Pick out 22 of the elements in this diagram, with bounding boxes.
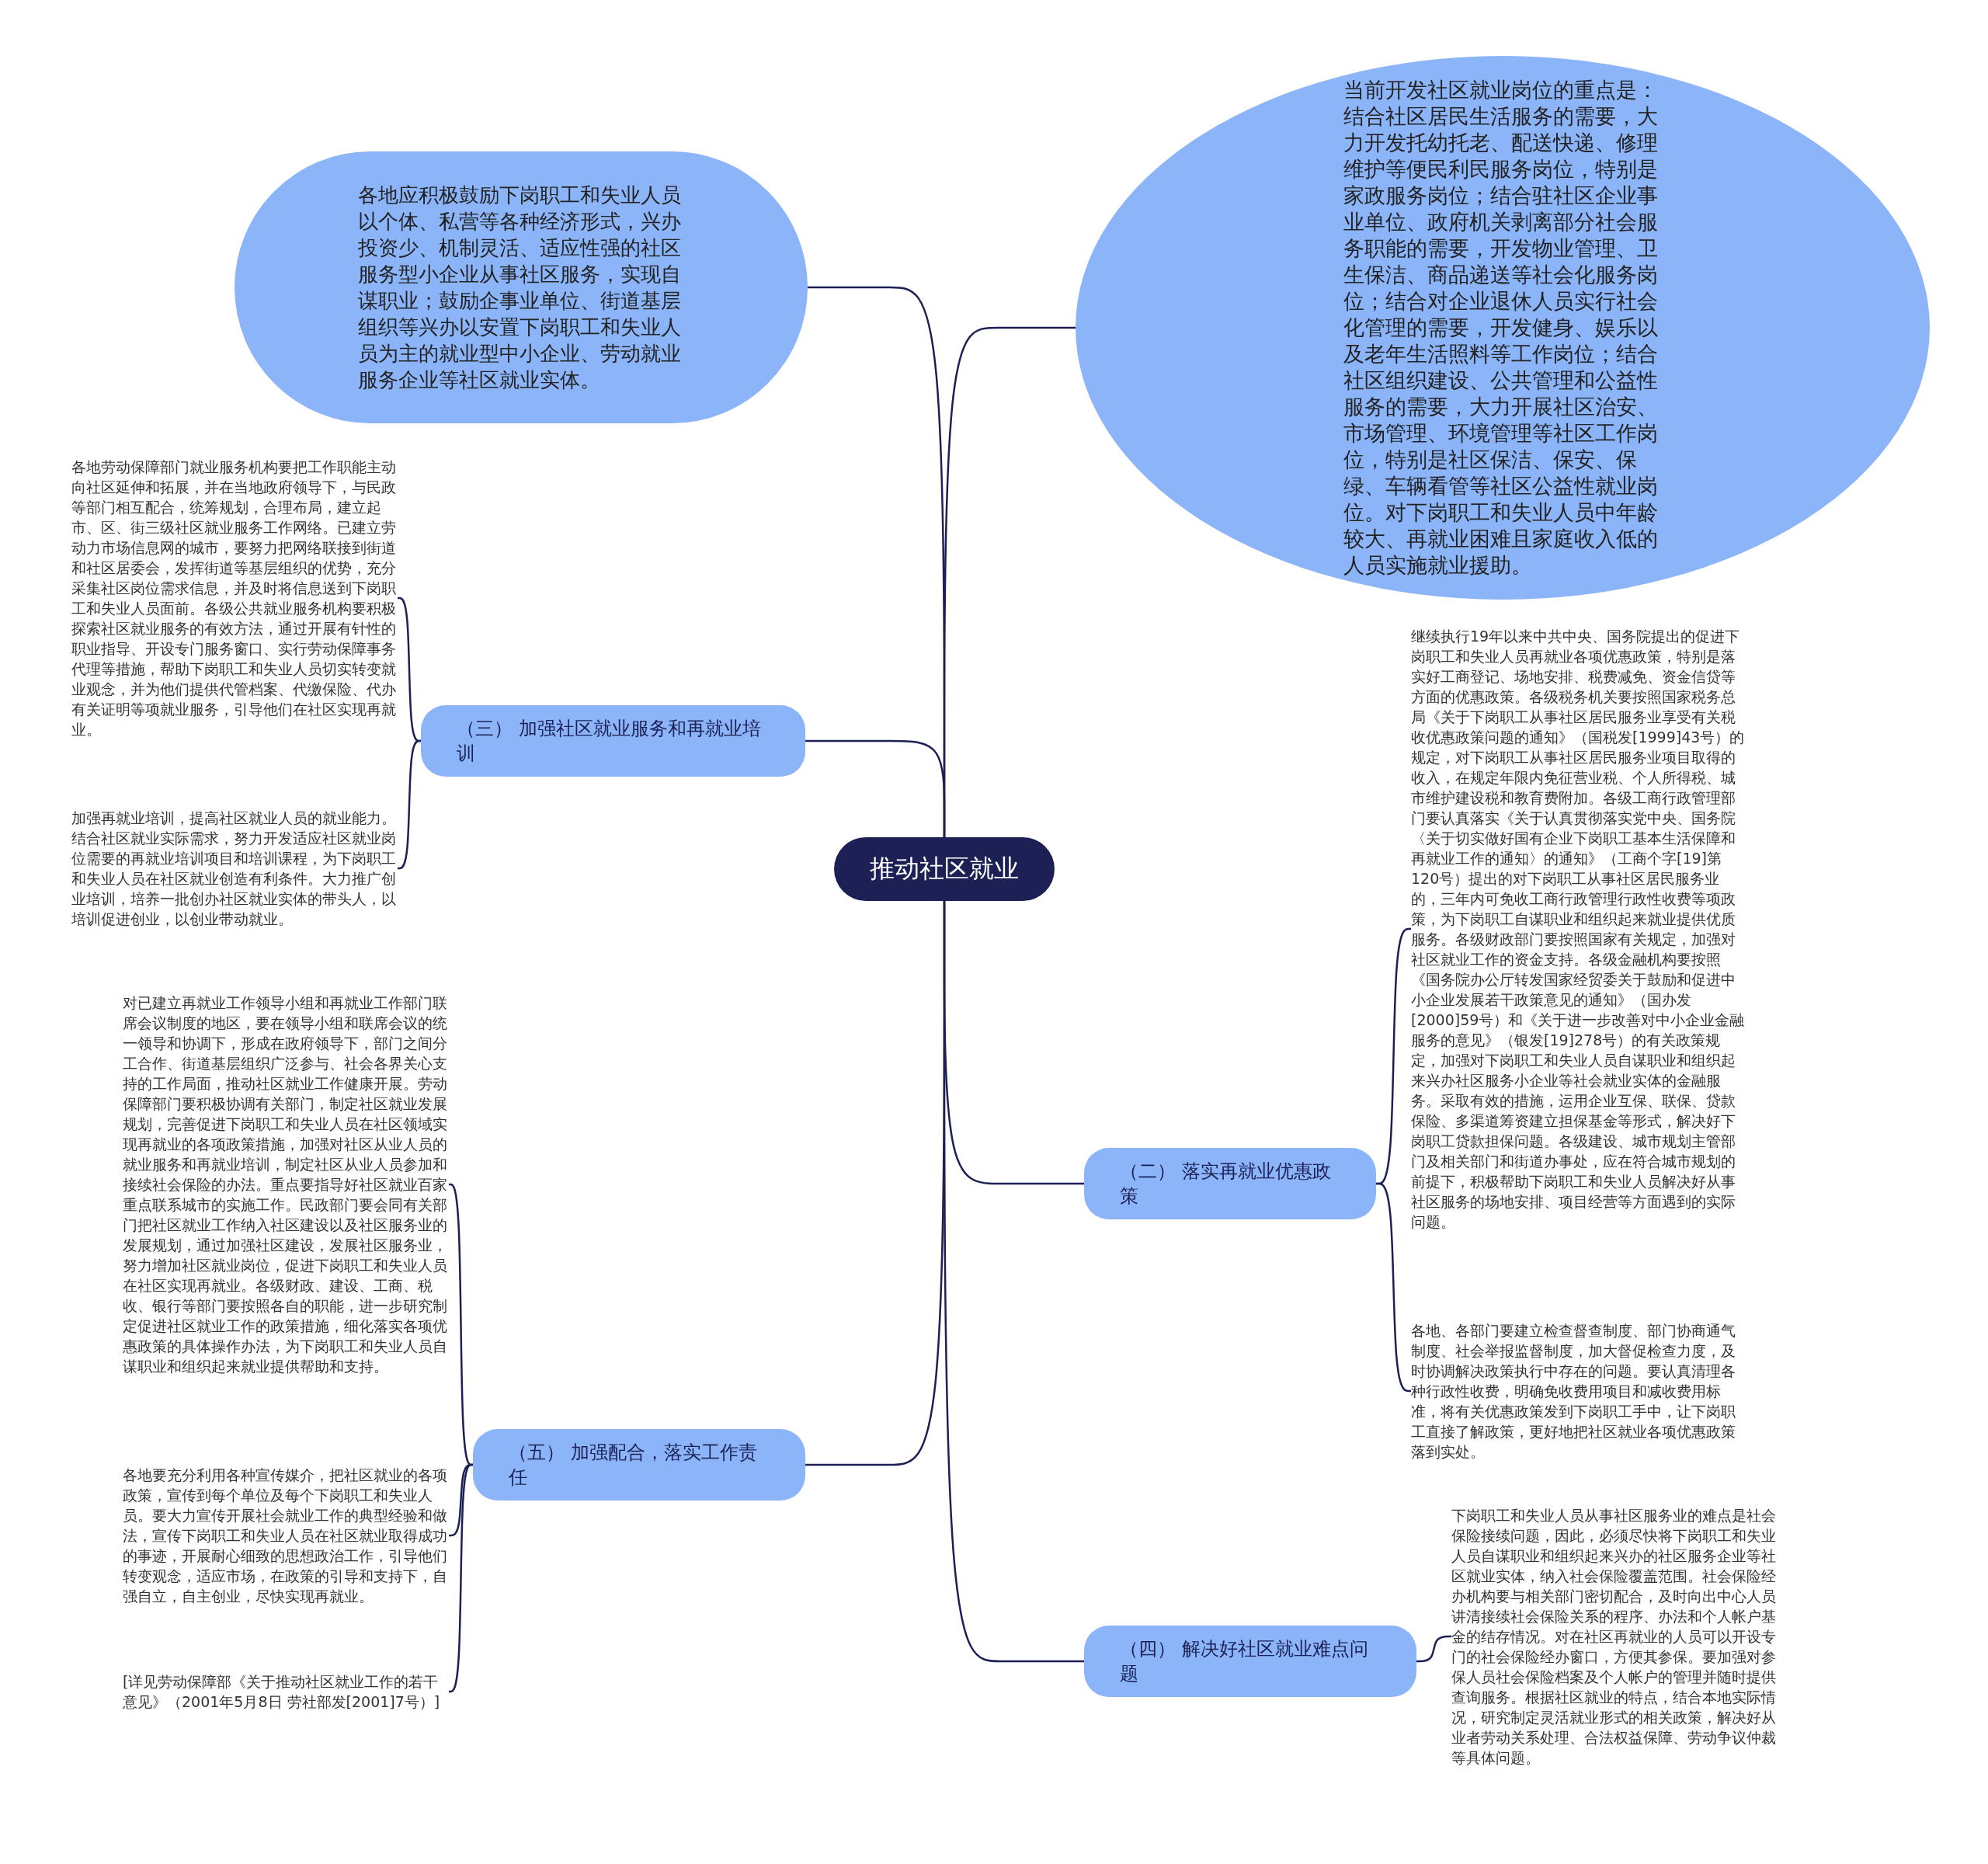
central-topic: 推动社区就业: [834, 837, 1055, 901]
topic-text: 各地应积极鼓励下岗职工和失业人员以个体、私营等各种经济形式，兴办投资少、机制灵活、适应性强的社区服务型小企业从事社区服务，实现自谋职业；鼓励企事业单位、街道基层组织等兴办以安置下岗职工和失业人员为主的就业型中小企业、劳动就业服务企业等社区就业实体。: [358, 183, 682, 393]
topic-text: 当前开发社区就业岗位的重点是：结合社区居民生活服务的需要，大力开发托幼托老、配送快递、修理维护等便民利民服务岗位，特别是家政服务岗位；结合驻社区企业事业单位、政府机关剥离部分社会服务职能的需要，开发物业管理、卫生保洁、商品递送等社会化服务岗位；结合对企业退休人员实行社会化管理的需要，开发健身、娱乐以及老年生活照料等工作岗位；结合社区组织建设、公共管理和公益性服务的需要，大力开展社区治安、市场管理、环境管理等社区工作岗位，特别是社区保洁、保安、保绿、车辆看管等社区公益性就业岗位。对下岗职工和失业人员中年龄较大、再就业困难且家庭收入低的人员实施就业援助。: [1343, 77, 1659, 579]
connector-line: [398, 739, 421, 870]
note-text: [详见劳动保障部《关于推动社区就业工作的若干意见》（2001年5月8日 劳社部发[2001]7号）]: [123, 1671, 449, 1712]
branch-topic: （五） 加强配合，落实工作责任: [473, 1429, 805, 1501]
connector-line: [943, 901, 1084, 1663]
branch-topic: （二） 落实再就业优惠政策: [1084, 1148, 1376, 1219]
note-text: 各地、各部门要建立检查督查制度、部门协商通气制度、社会举报监督制度，加大督促检查力度，及时协调解决政策执行中存在的问题。要认真清理各种行政性收费，明确免收费用项目和减收费用标准，将有关优惠政策发到下岗职工手中，让下岗职工直接了解政策，更好地把社区就业各项优惠政策落到实处。: [1411, 1320, 1745, 1462]
branch-topic: （三） 加强社区就业服务和再就业培训: [421, 705, 805, 777]
note-text: 对已建立再就业工作领导小组和再就业工作部门联席会议制度的地区，要在领导小组和联席会议的统一领导和协调下，形成在政府领导下，部门之间分工合作、街道基层组织广泛参与、社会各界关心支持的工作局面，推动社区就业工作健康开展。劳动保障部门要积极协调有关部门，制定社区就业发展规划，完善促进下岗职工和失业人员在社区领域实现再就业的各项政策措施，加强对社区从业人员的就业服务和再就业培训，制定社区从业人员参加和接续社会保险的办法。重点要指导好社区就业百家重点联系城市的实施工作。民政部门要会同有关部门把社区就业工作纳入社区建设以及社区服务业的发展规划，通过加强社区建设，发展社区服务业，努力增加社区就业岗位，促进下岗职工和失业人员在社区实现再就业。各级财政、建设、工商、税收、银行等部门要按照各自的职能，进一步研究制定促进社区就业工作的政策措施，细化落实各项优惠政策的具体操作办法，为下岗职工和失业人员自谋职业和组织起来就业提供帮助和支持。: [123, 993, 449, 1376]
branch-topic: （四） 解决好社区就业难点问题: [1084, 1626, 1416, 1697]
connector-line: [1416, 1635, 1451, 1663]
note-text: 各地劳动保障部门就业服务机构要把工作职能主动向社区延伸和拓展，并在当地政府领导下，与民政等部门相互配合，统筹规划，合理布局，建立起市、区、街三级社区就业服务工作网络。已建立劳动力市场信息网的城市，要努力把网络联接到街道和社区居委会，发挥街道等基层组织的优势，充分采集社区岗位需求信息，并及时将信息送到下岗职工和失业人员面前。各级公共就业服务机构要积极探索社区就业服务的有效方法，通过开展有针性的职业指导、开设专门服务窗口、实行劳动保障事务代理等措施，帮助下岗职工和失业人员切实转变就业观念，并为他们提供代管档案、代缴保险、代办有关证明等项就业服务，引导他们在社区实现再就业。: [71, 457, 398, 739]
connector-line: [805, 739, 946, 837]
note-text: 各地要充分利用各种宣传媒介，把社区就业的各项政策，宣传到每个单位及每个下岗职工和失业人员。要大力宣传开展社会就业工作的典型经验和做法，宣传下岗职工和失业人员在社区就业取得成功的事迹，开展耐心细致的思想政治工作，引导他们转变观念，适应市场，在政策的引导和支持下，自强自立，自主创业，尽快实现再就业。: [123, 1465, 449, 1606]
connector-line: [449, 1463, 473, 1693]
note-text: 下岗职工和失业人员从事社区服务业的难点是社会保险接续问题，因此，必须尽快将下岗职工和失业人员自谋职业和组织起来兴办的社区服务企业等社区就业实体，纳入社会保险覆盖范围。社会保险经办机构要与相关部门密切配合，及时向出中心人员讲清接续社会保险关系的程序、办法和个人帐户基金的结存情况。对在社区再就业的人员可以开设专门的社会保险经办窗口，方便其参保。要加强对参保人员社会保险档案及个人帐户的管理并随时提供查询服务。根据社区就业的特点，结合本地实际情况，研究制定灵活就业形式的相关政策，解决好从业者劳动关系处理、合法权益保障、劳动争议仲裁等具体问题。: [1451, 1505, 1778, 1768]
note-text: 继续执行19年以来中共中央、国务院提出的促进下岗职工和失业人员再就业各项优惠政策，特别是落实好工商登记、场地安排、税费减免、资金信贷等方面的优惠政策。各级税务机关要按照国家税务总局《关于下岗职工从事社区居民服务业享受有关税收优惠政策问题的通知》（国税发[1999]43号）的规定，对下岗职工从事社区居民服务业项目取得的收入，在规定年限内免征营业税、个人所得税、城市维护建设税和教育费附加。各级工商行政管理部门要认真落实《关于认真贯彻落实党中央、国务院〈关于切实做好国有企业下岗职工基本生活保障和再就业工作的通知〉的通知》（工商个字[19]第120号）提出的对下岗职工从事社区居民服务业的，三年内可免收工商行政管理行政性收费等项政策，为下岗职工自谋职业和组织起来就业提供优质服务。各级财政部门要按照国家有关规定，加强对社区就业工作的资金支持。各级金融机构要按照《国务院办公厅转发国家经贸委关于鼓励和促进中小企业发展若干政策意见的通知》（国办发[2000]59号）和《关于进一步改善对中小企业金融服务的意见》（银发[19]278号）的有关政策规定，加强对下岗职工和失业人员自谋职业和组织起来兴办社区服务小企业等社会就业实体的金融服务。采取有效的措施，运用企业互保、联保、贷款保险、多渠道筹资建立担保基金等形式，解决好下岗职工贷款担保问题。各级建设、城市规划主管部门及相关部门和街道办事处，应在符合城市规划的前提下，积极帮助下岗职工和失业人员解决好从事社区服务的场地安排、项目经营等方面遇到的实际问题。: [1411, 626, 1745, 1232]
connector-line: [1376, 1182, 1411, 1393]
connector-line: [398, 596, 421, 742]
note-text: 加强再就业培训，提高社区就业人员的就业能力。结合社区就业实际需求，努力开发适应社区就业岗位需要的再就业培训项目和培训课程，为下岗职工和失业人员在社区就业创造有利条件。大力推广创业培训，培养一批创办社区就业实体的带头人，以培训促进创业，以创业带动就业。: [71, 808, 398, 929]
